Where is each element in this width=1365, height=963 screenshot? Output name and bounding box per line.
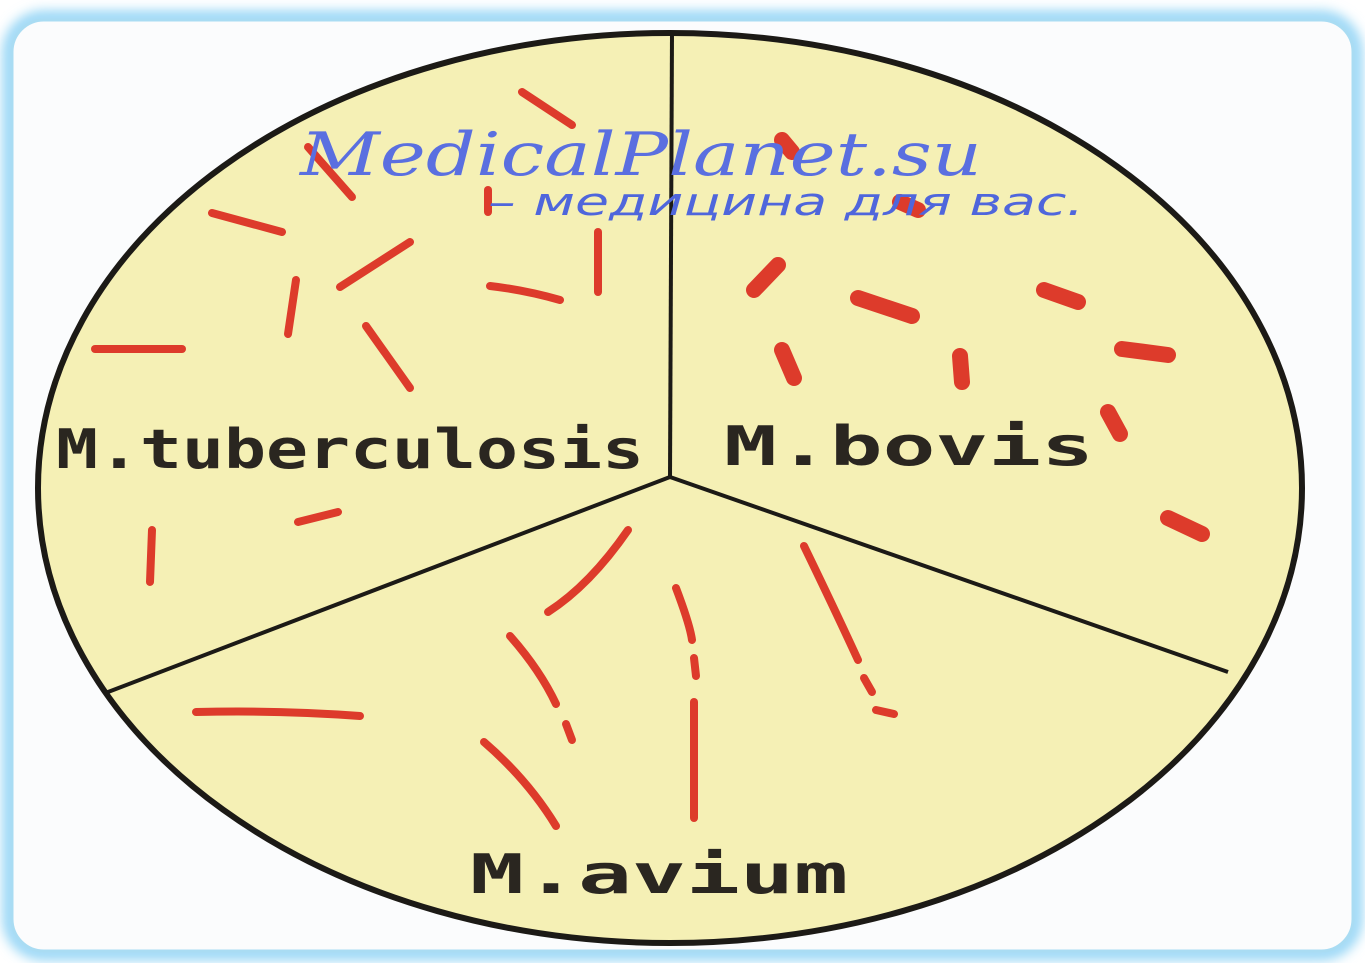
- rod: [1108, 412, 1120, 434]
- watermark-subtitle: – медицина для вас.: [488, 180, 1084, 224]
- label-bovis: M.bovis: [724, 415, 1094, 478]
- rod: [196, 712, 360, 717]
- rod: [1044, 290, 1078, 302]
- divider-top: [670, 32, 672, 477]
- rod: [1122, 349, 1168, 355]
- label-tuberculosis: M.tuberculosis: [56, 418, 644, 481]
- rod: [782, 350, 794, 378]
- rod: [876, 710, 894, 714]
- rod: [566, 724, 572, 740]
- rod: [150, 530, 152, 582]
- rod: [960, 356, 962, 382]
- label-avium: M.avium: [470, 843, 848, 906]
- rod: [694, 658, 696, 676]
